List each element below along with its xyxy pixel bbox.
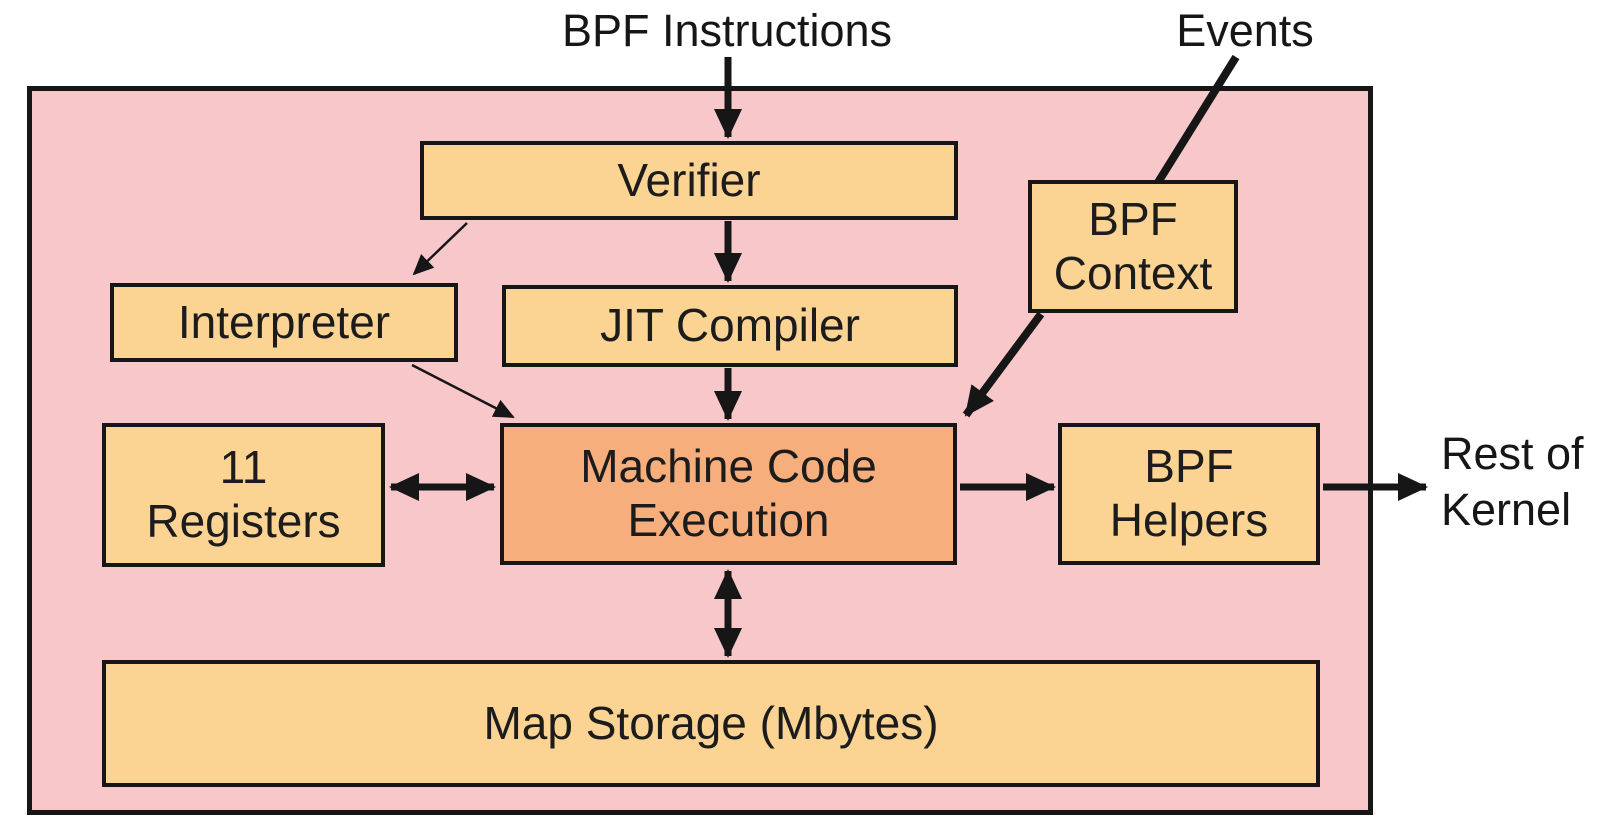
bpf-context-label-line2: Context bbox=[1053, 246, 1213, 299]
machine-code-execution-label-line1: Machine Code bbox=[580, 440, 877, 493]
bpf-instructions-label: BPF Instructions bbox=[561, 5, 893, 56]
rest-of-kernel-line2: Kernel bbox=[1441, 484, 1572, 535]
bpf-helpers-box: BPF Helpers bbox=[1058, 423, 1320, 565]
events-label: Events bbox=[1176, 5, 1314, 56]
registers-label-line2: Registers bbox=[146, 495, 341, 547]
interpreter-box: Interpreter bbox=[110, 283, 458, 362]
rest-of-kernel-label: Rest of Kernel bbox=[1441, 426, 1600, 538]
verifier-label: Verifier bbox=[617, 153, 761, 206]
jit-compiler-box: JIT Compiler bbox=[502, 285, 958, 367]
registers-box: 11 Registers bbox=[102, 423, 385, 567]
jit-compiler-label: JIT Compiler bbox=[600, 299, 860, 352]
machine-code-execution-label-line2: Execution bbox=[627, 494, 830, 546]
bpf-context-label-line1: BPF bbox=[1088, 192, 1178, 245]
map-storage-label: Map Storage (Mbytes) bbox=[483, 696, 939, 749]
interpreter-label: Interpreter bbox=[177, 295, 391, 348]
bpf-context-box: BPF Context bbox=[1028, 180, 1238, 313]
bpf-helpers-label-line1: BPF bbox=[1144, 440, 1234, 493]
verifier-box: Verifier bbox=[420, 141, 958, 220]
bpf-helpers-label-line2: Helpers bbox=[1109, 494, 1269, 546]
map-storage-box: Map Storage (Mbytes) bbox=[102, 660, 1320, 787]
rest-of-kernel-line1: Rest of bbox=[1441, 428, 1584, 479]
machine-code-execution-box: Machine Code Execution bbox=[500, 423, 957, 565]
registers-label-line1: 11 bbox=[219, 441, 268, 494]
